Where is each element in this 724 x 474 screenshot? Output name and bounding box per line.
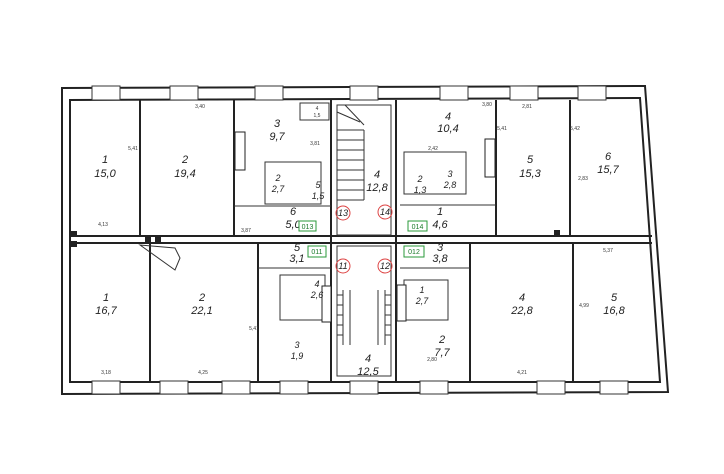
staircase-top	[336, 104, 392, 236]
room-number: 4	[316, 106, 319, 112]
apartment-014: 4 10,4 3 2,8 2 1,3 1 4,6 5 15,3 6 15,7 0…	[377, 111, 620, 232]
room-number: 4	[519, 292, 525, 304]
room-area: 15,7	[597, 164, 619, 176]
room-area: 19,4	[174, 168, 195, 180]
room-area: 22,1	[190, 305, 212, 317]
ventilation-shafts	[71, 131, 560, 323]
room-area: 2,7	[415, 296, 430, 306]
apartment-code: 013	[302, 224, 314, 231]
room-area: 16,8	[603, 305, 625, 317]
room-area: 3,8	[432, 253, 448, 265]
room-number: 5	[527, 154, 534, 166]
dimension-labels: 3,40 5,41 4,13 3,87 3,81 3,80 2,81 5,42 …	[98, 102, 613, 376]
apartment-circle-number: 12	[380, 261, 390, 271]
apartment-code: 011	[311, 249, 322, 256]
room-area: 15,3	[519, 168, 541, 180]
room-number: 1	[103, 292, 109, 304]
room-area: 2,7	[271, 184, 286, 194]
room-number: 2	[438, 334, 445, 346]
room-area: 22,8	[510, 305, 533, 317]
dimension-label: 4,13	[98, 222, 108, 228]
apartment-circle-number: 13	[338, 208, 348, 218]
dimension-label: 5,41	[128, 146, 138, 152]
room-number: 3	[447, 169, 452, 179]
room-area: 2,6	[310, 290, 324, 300]
stair-top-label: 4 12,8	[366, 169, 388, 194]
dimension-label: 4,25	[198, 370, 208, 376]
apartment-code: 014	[412, 224, 424, 231]
windows	[91, 85, 629, 395]
dimension-label: 5,37	[603, 248, 613, 254]
dimension-label: 4,99	[579, 303, 589, 309]
room-area: 9,7	[269, 131, 285, 143]
room-area: 12,5	[357, 366, 379, 378]
room-area: 15,0	[94, 168, 116, 180]
room-number: 2	[198, 292, 205, 304]
room-number: 3	[437, 242, 444, 254]
apartment-011: 1 16,7 2 22,1 5 3,1 4 2,6 3 1,9 011 11	[95, 242, 351, 361]
room-number: 1	[419, 285, 424, 295]
dimension-label: 5,42	[570, 126, 580, 132]
room-area: 1,5	[314, 113, 321, 119]
room-area: 5,0	[285, 219, 301, 231]
dimension-label: 2,42	[428, 146, 438, 152]
room-number: 6	[290, 206, 297, 218]
room-area: 1,3	[414, 185, 427, 195]
dimension-label: 3,18	[101, 370, 111, 376]
room-number: 5	[611, 292, 618, 304]
room-number: 2	[274, 173, 280, 183]
staircase-bottom	[336, 245, 392, 377]
room-number: 3	[274, 118, 281, 130]
dimension-label: 2,80	[427, 357, 437, 363]
dimension-label: 3,80	[482, 102, 492, 108]
room-number: 2	[181, 154, 188, 166]
apartment-circle-number: 11	[338, 261, 347, 271]
room-area: 10,4	[437, 123, 458, 135]
dimension-label: 3,40	[195, 104, 205, 110]
room-number: 4	[445, 111, 451, 123]
room-number: 4	[374, 169, 380, 181]
partition-walls	[139, 100, 574, 382]
room-number: 3	[294, 340, 299, 350]
room-number: 2	[416, 174, 422, 184]
room-area: 1,5	[312, 191, 326, 201]
apartment-013: 1 15,0 2 19,4 3 9,7 4 1,5 2 2,7 5 1,5 6 …	[94, 106, 351, 232]
dimension-label: 2,81	[522, 104, 532, 110]
apartment-012: 3 3,8 1 2,7 2 7,7 4 22,8 5 16,8 012 12	[377, 242, 626, 359]
room-number: 4	[365, 353, 371, 365]
room-area: 1,9	[291, 351, 304, 361]
room-area: 4,6	[432, 219, 448, 231]
dimension-label: 5,41	[497, 126, 507, 132]
apartment-code: 012	[408, 249, 420, 256]
outer-wall	[61, 84, 670, 396]
room-number: 5	[294, 242, 301, 254]
room-number: 5	[315, 180, 321, 190]
room-number: 1	[437, 206, 443, 218]
dimension-label: 4,21	[517, 370, 527, 376]
room-area: 16,7	[95, 305, 117, 317]
room-number: 1	[102, 154, 108, 166]
room-area: 2,8	[443, 180, 457, 190]
stair-bottom-label: 4 12,5	[357, 353, 379, 378]
room-area: 7,7	[434, 347, 450, 359]
dimension-label: 3,87	[241, 228, 251, 234]
door-swing	[138, 244, 181, 271]
room-number: 6	[605, 151, 612, 163]
room-area: 3,1	[289, 253, 304, 265]
dimension-label: 5,41	[249, 326, 259, 332]
room-number: 4	[314, 279, 319, 289]
dimension-label: 2,83	[578, 176, 588, 182]
room-area: 12,8	[366, 182, 388, 194]
dimension-label: 3,81	[310, 141, 320, 147]
apartment-circle-number: 14	[380, 207, 390, 217]
